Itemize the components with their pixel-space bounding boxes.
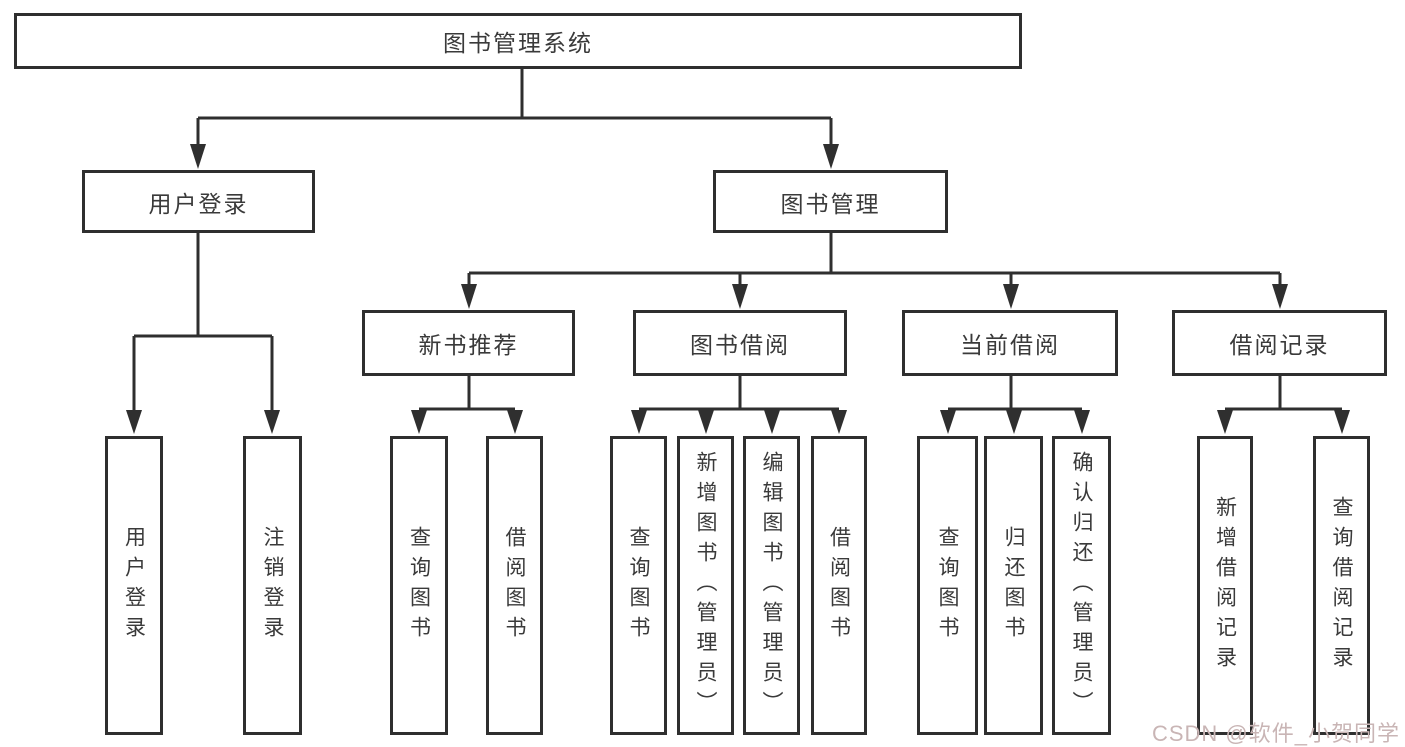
leaf-borrow-books-recommend: 借阅图书 [486, 436, 543, 735]
node-user-login: 用户登录 [82, 170, 315, 233]
node-new-book-recommend: 新书推荐 [362, 310, 575, 376]
leaf-borrow-books-recommend-label: 借阅图书 [503, 525, 526, 646]
leaf-query-borrow-record: 查询借阅记录 [1313, 436, 1370, 735]
leaf-query-books-recommend-label: 查询图书 [407, 525, 431, 646]
leaf-borrow-books-borrowing: 借阅图书 [811, 436, 867, 735]
leaf-return-books: 归还图书 [984, 436, 1043, 735]
leaf-query-books-current-label: 查询图书 [936, 525, 959, 646]
leaf-query-books-borrowing: 查询图书 [610, 436, 667, 735]
leaf-logout: 注销登录 [243, 436, 302, 735]
leaf-query-books-current: 查询图书 [917, 436, 978, 735]
leaf-borrow-books-borrowing-label: 借阅图书 [827, 525, 851, 646]
node-root-library-system: 图书管理系统 [14, 13, 1022, 69]
leaf-add-book-admin-label: 新增图书（管理员） [694, 450, 717, 721]
leaf-edit-book-admin: 编辑图书（管理员） [743, 436, 800, 735]
leaf-add-book-admin: 新增图书（管理员） [677, 436, 734, 735]
leaf-query-books-recommend: 查询图书 [390, 436, 448, 735]
leaf-return-books-label: 归还图书 [1002, 525, 1025, 646]
leaf-query-borrow-record-label: 查询借阅记录 [1330, 495, 1353, 676]
leaf-add-borrow-record-label: 新增借阅记录 [1213, 495, 1237, 676]
node-book-management: 图书管理 [713, 170, 948, 233]
csdn-watermark: CSDN @软件_小贺同学 [1151, 721, 1400, 746]
leaf-edit-book-admin-label: 编辑图书（管理员） [760, 450, 783, 721]
node-borrowing-records: 借阅记录 [1172, 310, 1387, 376]
leaf-user-login-label: 用户登录 [122, 525, 146, 646]
leaf-user-login: 用户登录 [105, 436, 163, 735]
node-current-borrowing: 当前借阅 [902, 310, 1118, 376]
leaf-confirm-return-admin-label: 确认归还（管理员） [1070, 450, 1093, 721]
arrowheads [126, 144, 1350, 434]
leaf-add-borrow-record: 新增借阅记录 [1197, 436, 1253, 735]
node-book-borrowing: 图书借阅 [633, 310, 847, 376]
leaf-query-books-borrowing-label: 查询图书 [627, 525, 650, 646]
leaf-logout-label: 注销登录 [261, 525, 284, 646]
leaf-confirm-return-admin: 确认归还（管理员） [1052, 436, 1111, 735]
